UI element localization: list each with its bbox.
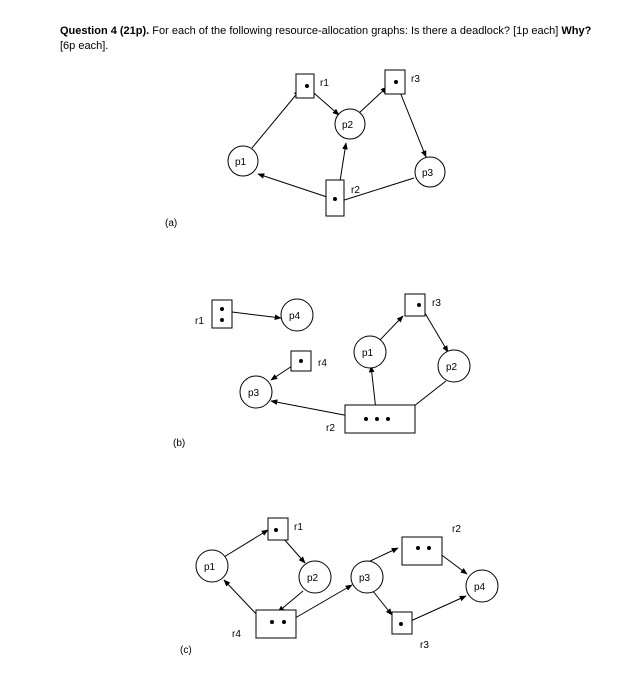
question-why: Why? bbox=[561, 25, 592, 37]
edge-b-p1-r3 bbox=[379, 315, 404, 341]
question-text: Question 4 (21p). For each of the follow… bbox=[60, 24, 600, 54]
label-b-r3: r3 bbox=[432, 298, 441, 309]
edge-c-p2-r4 bbox=[277, 590, 304, 613]
label-b-p4: p4 bbox=[289, 311, 301, 322]
resource-b-r4 bbox=[290, 350, 312, 372]
process-b-p2 bbox=[437, 349, 471, 383]
process-c-p1 bbox=[195, 549, 229, 583]
edge-c-p1-r1 bbox=[223, 529, 269, 558]
process-a-p3 bbox=[414, 156, 446, 188]
resource-b-r3 bbox=[404, 293, 426, 317]
label-a-p2: p2 bbox=[342, 120, 354, 131]
label-c-p2: p2 bbox=[307, 573, 319, 584]
label-b-p2: p2 bbox=[446, 362, 458, 373]
resource-a-r2 bbox=[325, 179, 345, 217]
process-c-p3 bbox=[350, 560, 384, 594]
label-a-r3: r3 bbox=[411, 74, 420, 85]
process-b-p4 bbox=[280, 298, 314, 332]
resource-c-r3 bbox=[391, 611, 413, 635]
resource-a-r3 bbox=[384, 69, 406, 95]
label-b-p1: p1 bbox=[362, 348, 374, 359]
label-a-r1: r1 bbox=[320, 78, 329, 89]
label-c-p4: p4 bbox=[474, 582, 486, 593]
edge-c-r4-p3 bbox=[289, 584, 353, 622]
label-b-r2: r2 bbox=[326, 423, 335, 434]
resource-b-r1 bbox=[211, 299, 233, 329]
graph-c: r1 r2 r4 r3 p1 p2 p3 bbox=[195, 517, 499, 651]
process-c-p4 bbox=[465, 569, 499, 603]
edge-b-r1-p4 bbox=[231, 311, 282, 321]
label-b-r4: r4 bbox=[318, 358, 327, 369]
label-b-r1: r1 bbox=[195, 316, 204, 327]
edge-a-p2-r3 bbox=[357, 86, 388, 115]
label-a-p3: p3 bbox=[422, 168, 434, 179]
edge-a-r2-p1 bbox=[257, 173, 334, 200]
process-b-p3 bbox=[239, 375, 273, 409]
label-b-p3: p3 bbox=[248, 388, 260, 399]
label-c-r2: r2 bbox=[452, 524, 461, 535]
edge-a-p1-r1 bbox=[251, 89, 301, 149]
graph-b-label: (b) bbox=[173, 438, 186, 449]
label-c-p1: p1 bbox=[204, 562, 216, 573]
edge-c-r4-p1 bbox=[223, 579, 261, 619]
process-a-p2 bbox=[334, 108, 366, 140]
resource-a-r1 bbox=[295, 73, 315, 99]
process-b-p1 bbox=[353, 335, 387, 369]
question-body: For each of the following resource-alloc… bbox=[149, 25, 562, 37]
process-a-p1 bbox=[227, 145, 259, 177]
graph-a-label: (a) bbox=[165, 218, 178, 229]
resource-c-r1 bbox=[267, 517, 289, 541]
resource-b-r2 bbox=[344, 404, 416, 434]
edge-a-p3-r2 bbox=[337, 177, 415, 203]
graph-a: r1 r3 r2 p2 p1 p3 bbox=[227, 69, 446, 217]
label-c-r3: r3 bbox=[420, 640, 429, 651]
resource-c-r4 bbox=[255, 609, 297, 639]
label-c-r1: r1 bbox=[294, 522, 303, 533]
label-a-p1: p1 bbox=[235, 157, 247, 168]
label-a-r2: r2 bbox=[351, 185, 360, 196]
question-points: [6p each]. bbox=[60, 40, 109, 52]
question-title: Question 4 (21p). bbox=[60, 25, 150, 37]
label-c-p3: p3 bbox=[359, 573, 371, 584]
edge-c-r3-p2 bbox=[403, 595, 467, 625]
label-c-r4: r4 bbox=[232, 629, 241, 640]
graph-c-label: (c) bbox=[180, 645, 192, 656]
process-c-p2 bbox=[298, 560, 332, 594]
resource-c-r2 bbox=[401, 536, 443, 566]
edge-c-p3-r3 bbox=[371, 589, 393, 616]
graph-b: r1 r4 r3 r2 p4 p3 p1 bbox=[195, 293, 471, 434]
edge-c-p2-r2 bbox=[365, 547, 399, 564]
